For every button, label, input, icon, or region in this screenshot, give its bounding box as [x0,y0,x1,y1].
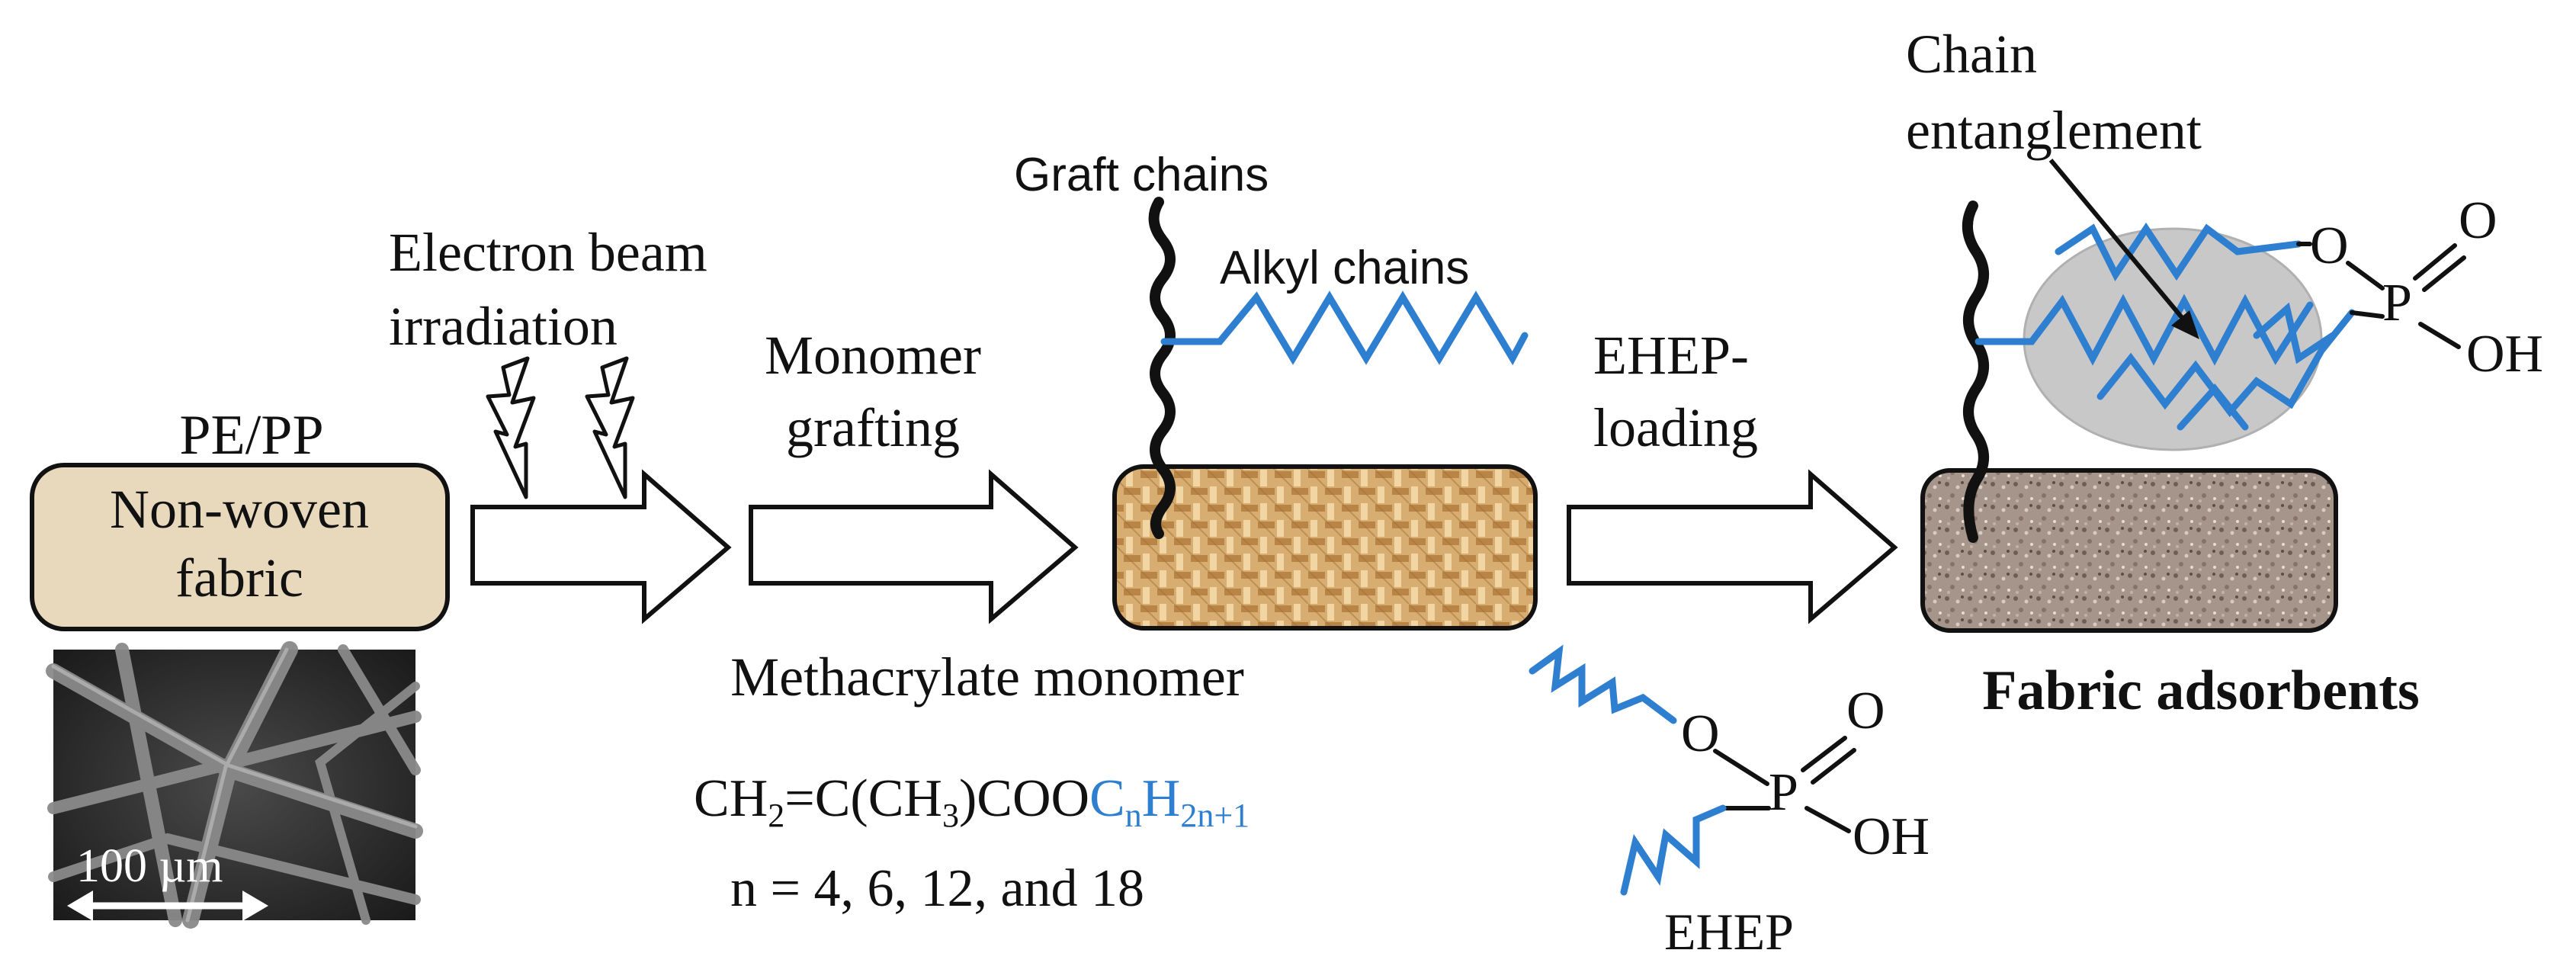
grafted-fabric-block [1112,464,1538,631]
loading-label-line1: EHEP- [1593,325,1749,386]
ehep-molecule: O P O OH EHEP [1529,644,1930,961]
svg-text:OH: OH [1853,807,1930,866]
svg-text:O: O [2459,191,2497,250]
lightning-bolt-icon [486,356,536,499]
scale-bar [67,891,268,921]
entanglement-region [2023,227,2323,451]
svg-text:P: P [1769,763,1798,822]
monomer-formula: CH2=C(CH3)COOCnH2n+1 [694,769,1250,834]
fabric-label-line2: fabric [175,547,303,608]
scale-bar-label: 100 µm [76,840,223,892]
fabric-label-line1: Non-woven [110,479,369,540]
entangled-chains [1975,222,2356,431]
svg-text:P: P [2382,274,2412,332]
n-values-label: n = 4, 6, 12, and 18 [730,859,1144,918]
result-label: Fabric adsorbents [1982,660,2420,722]
lightning-bolt-icon [585,356,635,499]
nonwoven-fabric-block [30,463,450,631]
phosphate-group: O P O OH [2296,191,2543,384]
process-arrow-3 [1567,469,1898,624]
graft-chain [1962,201,1989,543]
entanglement-label-line1: Chain [1906,24,2037,85]
graft-chains-label: Graft chains [1014,149,1269,201]
monomer-title: Methacrylate monomer [730,647,1244,708]
grafting-label-line1: Monomer [765,325,981,386]
alkyl-chain [1160,290,1529,366]
adsorbent-fabric-block [1920,468,2338,633]
graft-chain [1148,197,1176,539]
sem-micrograph: 100 µm [46,641,423,929]
svg-text:O: O [1681,704,1720,763]
entanglement-pointer-arrow [2048,159,2186,322]
svg-text:O: O [2310,217,2349,275]
ehep-label: EHEP [1664,903,1794,961]
loading-label-line2: loading [1593,397,1758,458]
process-arrow-2 [749,469,1079,624]
irradiation-label-line2: irradiation [389,296,618,357]
alkyl-chains-label: Alkyl chains [1220,242,1469,294]
grafting-label-line2: grafting [786,397,960,458]
entanglement-pointer-head [2171,310,2199,339]
process-arrow-1 [470,469,732,624]
svg-text:OH: OH [2466,325,2543,384]
entanglement-label-line2: entanglement [1906,100,2202,161]
svg-text:O: O [1846,682,1885,740]
irradiation-label-line1: Electron beam [389,222,707,283]
material-label: PE/PP [179,404,323,467]
